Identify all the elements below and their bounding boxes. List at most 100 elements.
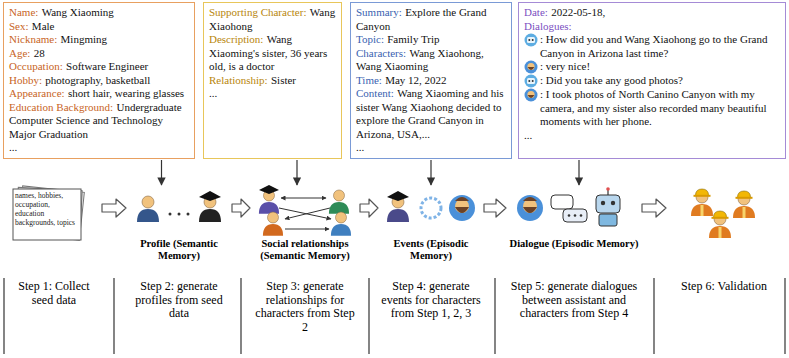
robot-eye (532, 39, 534, 41)
relation-line (285, 208, 330, 219)
character-icon (331, 212, 351, 236)
field-label: Summary: (356, 6, 402, 18)
step-column: Events (Episodic Memory)Step 4: generate… (380, 186, 482, 356)
field-label: Topic: (356, 33, 384, 45)
seed-data-text: names, hobbies, occupation, education ba… (15, 191, 79, 227)
field-label: Content: (356, 87, 394, 99)
robot-body (599, 214, 617, 226)
speech-bubble (563, 209, 587, 222)
field-value: Male (32, 20, 55, 32)
event-ring (421, 198, 441, 218)
field-label: Appearance: (9, 87, 65, 99)
dialogue-line: : I took photos of North Canino Canyon w… (540, 88, 780, 129)
robot-eye (532, 80, 534, 82)
bubble-dot (580, 214, 583, 217)
info-card: Supporting Character:Wang XiaohongDescri… (203, 2, 342, 159)
down-arrow (578, 160, 579, 185)
avatar-circle (525, 34, 538, 47)
hollow-step-arrow (232, 199, 250, 217)
avatar-beard (455, 207, 469, 213)
field-row: Content:Wang Xiaoming and his sister Wan… (356, 87, 506, 141)
column-separator (113, 278, 114, 354)
field-value: : I took photos of North Canino Canyon w… (540, 88, 767, 127)
step-column: Step 6: Validation (668, 186, 780, 356)
graduation-cap (199, 191, 221, 201)
field-label: Supporting Character: (209, 6, 306, 18)
avatar-face (527, 91, 534, 98)
avatar-circle (449, 195, 475, 221)
field-row: Supporting Character:Wang Xiaohong (209, 6, 336, 33)
field-label: Age: (9, 47, 30, 59)
field-row: Characters:Wang Xiaohong, Wang Xiaoming (356, 47, 506, 74)
column-separator (494, 278, 495, 354)
column-separator (368, 278, 369, 354)
field-label: Relationship: (209, 74, 268, 86)
field-label: Date: (524, 6, 548, 18)
field-row: Date:2022-05-18, (524, 6, 780, 20)
step-caption: Events (Episodic Memory) (380, 238, 482, 262)
field-value: : very nice! (540, 60, 590, 72)
field-value: ... (356, 141, 364, 153)
field-value: short hair, wearing glasses (68, 87, 184, 99)
relation-line (279, 208, 331, 219)
field-row: : How did you and Wang Xiaohong go to th… (524, 33, 780, 60)
avatar-hair (455, 197, 469, 201)
avatar-beard (523, 207, 537, 213)
field-value: : How did you and Wang Xiaohong go to th… (540, 33, 767, 59)
worker-icon (733, 191, 755, 218)
field-row: Dialogues: (524, 20, 780, 34)
worker-icon (709, 211, 731, 238)
field-row: : Did you take any good photos? (524, 74, 780, 88)
field-value: Family Trip (387, 33, 439, 45)
field-row: Sex:Male (9, 20, 189, 34)
avatar-face (523, 199, 537, 213)
field-row: Age: 28 (9, 47, 189, 61)
down-arrow (161, 160, 162, 185)
column-separator (240, 278, 241, 354)
info-card: Date:2022-05-18,Dialogues:: How did you … (518, 2, 786, 159)
hollow-step-arrow (642, 199, 666, 217)
dialogue-line: : How did you and Wang Xiaohong go to th… (540, 33, 780, 60)
field-value: Wang Xiaoming (42, 6, 114, 18)
field-value: Mingming (61, 33, 107, 45)
field-row: ... (209, 87, 336, 101)
field-value: 28 (34, 47, 45, 59)
robot-eye (611, 201, 615, 205)
field-row: Name: Wang Xiaoming (9, 6, 189, 20)
field-row: Summary:Explore the Grand Canyon (356, 6, 506, 33)
hollow-step-arrow (360, 199, 378, 217)
field-value: 2022-05-18, (551, 6, 605, 18)
field-label: Occupation: (9, 60, 63, 72)
field-label: Hobby: (9, 74, 42, 86)
step-column: Social relationships (Semantic Memory)St… (252, 186, 358, 356)
robot-eye (528, 80, 530, 82)
graduation-cap (387, 191, 409, 201)
dialogue-line: : very nice! (540, 60, 780, 74)
field-label: Name: (9, 6, 38, 18)
field-row: ... (356, 141, 506, 155)
field-label: Description: (209, 33, 263, 45)
label-holder: names, hobbies, occupation, education ba… (15, 191, 79, 227)
assistant-avatar (524, 33, 538, 47)
robot-eye (601, 201, 605, 205)
down-arrow (296, 160, 297, 185)
bubble-dot (574, 214, 577, 217)
field-row: Appearance:short hair, wearing glasses (9, 87, 189, 101)
connector-group (102, 160, 666, 217)
field-label: Education Background: (9, 101, 113, 113)
profile-person-icon (137, 196, 159, 222)
field-row: Time:May 12, 2022 (356, 74, 506, 88)
hollow-step-arrow (102, 199, 126, 217)
ellipsis-dot (187, 213, 190, 216)
relation-line (281, 198, 326, 199)
field-value: ... (9, 141, 17, 153)
character-icon (263, 212, 283, 236)
assistant-avatar (524, 74, 538, 88)
column-separator (3, 278, 4, 354)
avatar-beard (528, 67, 535, 70)
info-card: Name:Wang XiaomingSex:MaleNickname:Mingm… (3, 2, 195, 159)
field-row: Education Background:Undergraduate Compu… (9, 101, 189, 142)
avatar-circle (525, 89, 538, 102)
column-separator (784, 278, 785, 354)
step-caption: Profile (Semantic Memory) (128, 238, 230, 262)
